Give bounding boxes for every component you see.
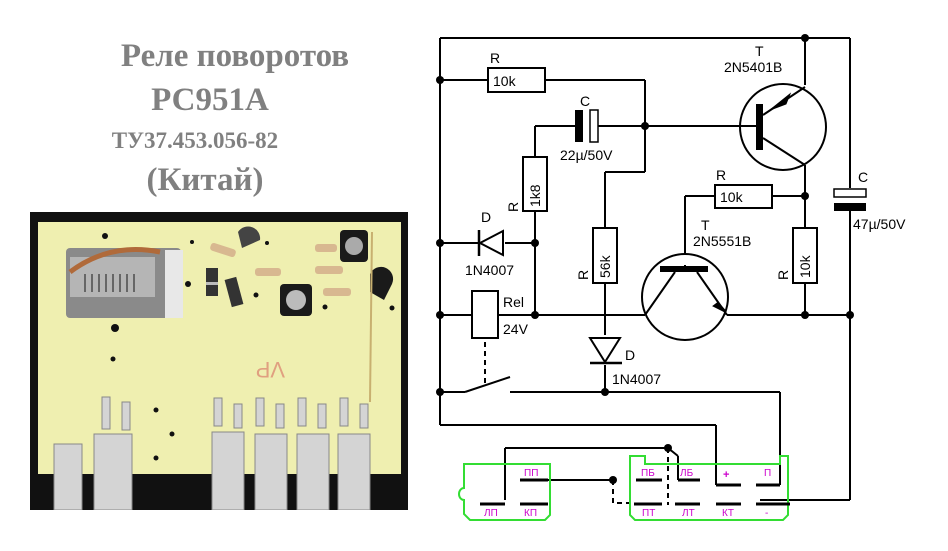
diode-2 <box>224 276 244 308</box>
pin-label: ЛП <box>484 508 498 519</box>
pcb-holes <box>102 233 395 461</box>
designator-label: C <box>580 93 590 109</box>
value-label: 2N5401B <box>724 59 782 75</box>
title-line-1: Реле поворотов <box>120 38 350 74</box>
value-label: 2N5551B <box>693 233 751 249</box>
connector-right: ПБ ЛБ + П ПТ ЛТ КТ - <box>629 455 790 521</box>
pin-label: КП <box>524 508 537 519</box>
designator-label: R <box>716 167 726 183</box>
designator-label: R <box>775 270 791 280</box>
designator-label: R <box>490 50 500 66</box>
designator-label: T <box>701 217 710 233</box>
capacitor-1 <box>340 230 368 262</box>
relay-rel: Rel 24V <box>471 290 529 339</box>
value-label: 24V <box>503 321 529 337</box>
value-label: 1N4007 <box>612 371 661 387</box>
pin-label: ПП <box>524 468 538 479</box>
designator-label: D <box>625 347 635 363</box>
diode-d-bottom: D 1N4007 <box>588 337 661 387</box>
title-origin: (Китай) <box>146 162 264 198</box>
resistor-r-1k8: 1k8 R <box>505 156 548 212</box>
title-spec: ТУ37.453.056-82 <box>111 128 279 153</box>
transistor-npn: T 2N5551B <box>641 217 751 341</box>
relay-component <box>66 247 183 318</box>
value-label: 56k <box>597 254 613 278</box>
resistor-r-mid: R 10k <box>714 167 773 209</box>
capacitor-2 <box>280 284 312 316</box>
transistor-right <box>370 266 394 300</box>
value-label: 10k <box>720 189 744 205</box>
pcb-photo: VP <box>30 212 408 510</box>
transistor-pnp: T 2N5401B <box>724 43 827 171</box>
pcb-marking: VP <box>256 357 285 382</box>
resistor-r-56k: 56k R <box>575 227 618 284</box>
resistor-r-top: R 10k <box>487 50 546 93</box>
capacitor-c-47u: C 47µ/50V <box>833 169 906 232</box>
pin-label: ПТ <box>642 508 655 519</box>
pin-label: ЛБ <box>680 468 694 479</box>
designator-label: T <box>755 43 764 59</box>
capacitor-c-22u: C 22µ/50V <box>560 93 613 163</box>
junction-dots <box>436 34 854 484</box>
designator-label: C <box>858 169 868 185</box>
designator-label: R <box>505 202 521 212</box>
diode-1 <box>206 268 218 296</box>
value-label: 10k <box>797 254 813 278</box>
value-label: 47µ/50V <box>853 216 906 232</box>
value-label: 1k8 <box>527 184 543 207</box>
pin-label: ПБ <box>641 468 655 479</box>
pin-label: ЛТ <box>682 508 695 519</box>
dashed-links <box>484 342 669 505</box>
designator-label: D <box>481 209 491 225</box>
designator-label: Rel <box>503 294 524 310</box>
diode-d-top: D 1N4007 <box>465 209 514 278</box>
connector-left: ПП ЛП КП <box>458 463 551 521</box>
pin-label: П <box>764 468 771 479</box>
pin-label: КТ <box>722 508 734 519</box>
title-model: РС951А <box>151 82 269 118</box>
value-label: 10k <box>493 73 517 89</box>
pin-label: + <box>723 469 729 481</box>
designator-label: R <box>575 270 591 280</box>
transistor-top <box>238 226 261 248</box>
resistors <box>210 242 351 296</box>
pin-label: - <box>765 508 768 519</box>
terminals <box>53 396 371 510</box>
value-label: 1N4007 <box>465 262 514 278</box>
value-label: 22µ/50V <box>560 147 613 163</box>
wires <box>439 37 851 501</box>
resistor-r-right: 10k R <box>775 227 818 284</box>
